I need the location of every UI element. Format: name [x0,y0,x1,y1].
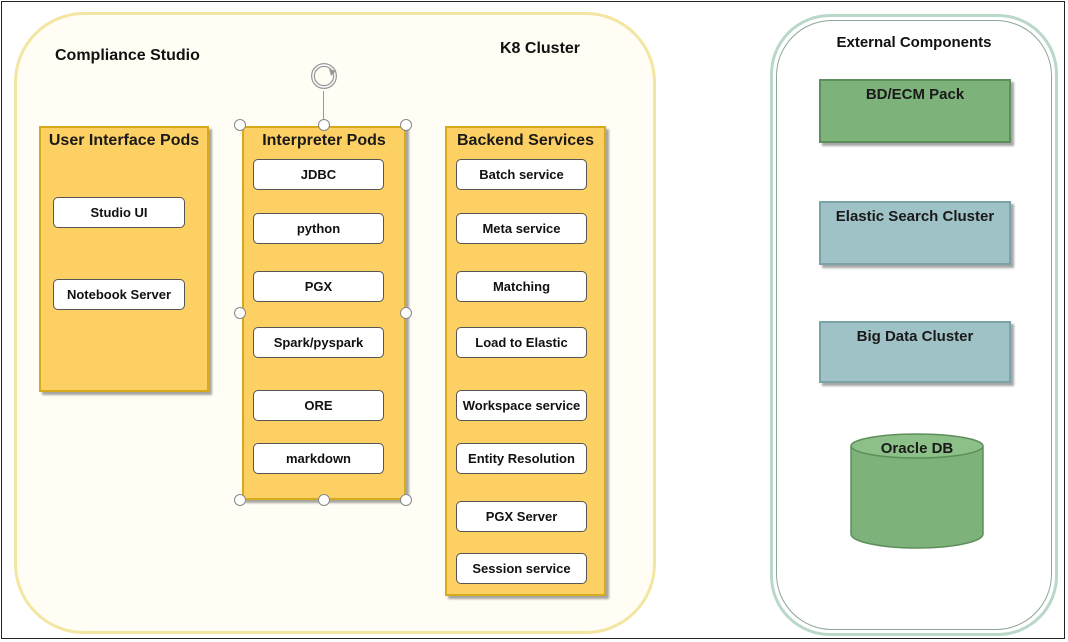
notebook-server-box[interactable]: Notebook Server [53,279,185,310]
load-to-elastic-box[interactable]: Load to Elastic [456,327,587,358]
python-box[interactable]: python [253,213,384,244]
selection-handle-middle-right[interactable] [400,307,412,319]
rotate-icon[interactable] [309,61,339,91]
user-interface-pods-panel[interactable]: User Interface Pods [39,126,209,392]
jdbc-box[interactable]: JDBC [253,159,384,190]
selection-handle-bottom-left[interactable] [234,494,246,506]
interpreter-pods-title: Interpreter Pods [262,132,386,149]
ore-box[interactable]: ORE [253,390,384,421]
batch-service-box[interactable]: Batch service [456,159,587,190]
bd-ecm-pack-box[interactable]: BD/ECM Pack [819,79,1011,143]
matching-box[interactable]: Matching [456,271,587,302]
elastic-search-cluster-box[interactable]: Elastic Search Cluster [819,201,1011,265]
external-components-title: External Components [836,34,992,51]
selection-handle-middle-left[interactable] [234,307,246,319]
markdown-box[interactable]: markdown [253,443,384,474]
rotate-handle-line [323,91,324,124]
big-data-cluster-box[interactable]: Big Data Cluster [819,321,1011,383]
spark-pyspark-box[interactable]: Spark/pyspark [253,327,384,358]
selection-handle-top-right[interactable] [400,119,412,131]
oracle-db-label: Oracle DB [880,440,954,457]
entity-resolution-box[interactable]: Entity Resolution [456,443,587,474]
meta-service-box[interactable]: Meta service [456,213,587,244]
selection-handle-top-middle[interactable] [318,119,330,131]
backend-services-title: Backend Services [457,132,594,149]
studio-ui-box[interactable]: Studio UI [53,197,185,228]
database-cylinder-icon[interactable] [847,432,987,552]
user-interface-pods-title: User Interface Pods [48,132,200,149]
pgx-server-box[interactable]: PGX Server [456,501,587,532]
k8-cluster-label: K8 Cluster [500,40,581,57]
selection-handle-top-left[interactable] [234,119,246,131]
workspace-service-box[interactable]: Workspace service [456,390,587,421]
selection-handle-bottom-right[interactable] [400,494,412,506]
compliance-studio-label: Compliance Studio [55,47,200,64]
session-service-box[interactable]: Session service [456,553,587,584]
pgx-box[interactable]: PGX [253,271,384,302]
selection-handle-bottom-middle[interactable] [318,494,330,506]
